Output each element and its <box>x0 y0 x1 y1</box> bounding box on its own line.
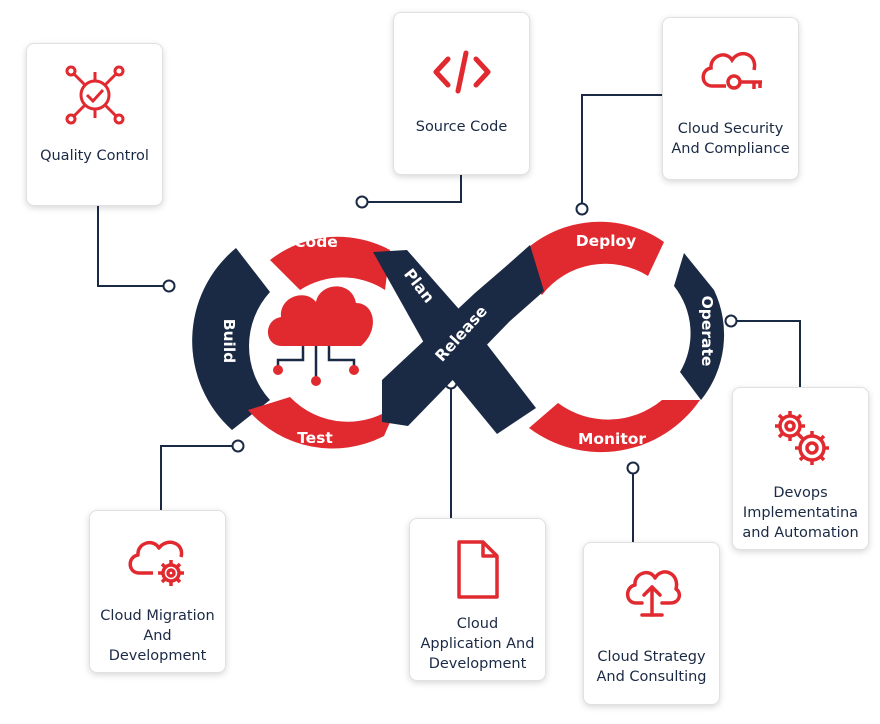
card-cloud-application: Cloud Application And Development <box>409 518 546 681</box>
card-label-cloud-migration: Cloud Migration And Development <box>100 608 215 664</box>
card-source-code: Source Code <box>393 12 530 175</box>
card-cloud-strategy: Cloud Strategy And Consulting <box>583 542 720 705</box>
dot-cloud-security <box>575 202 589 216</box>
target-network-icon <box>65 65 124 125</box>
label-operate: Operate <box>698 296 716 367</box>
card-label-cloud-security: Cloud Security And Compliance <box>671 121 790 157</box>
dot-source-code <box>355 195 369 209</box>
dot-devops <box>724 314 738 328</box>
connector-cloud-security <box>581 94 662 207</box>
cloud-network-icon <box>267 286 373 386</box>
card-cloud-migration: Cloud Migration And Development <box>89 510 226 673</box>
segment-operate <box>674 253 725 400</box>
card-quality-control: Quality Control <box>26 43 163 206</box>
card-devops: Devops Implementatina and Automation <box>732 387 869 550</box>
label-monitor: Monitor <box>578 430 646 448</box>
dot-cloud-strategy <box>626 461 640 475</box>
dot-cloud-migration <box>231 439 245 453</box>
card-label-source-code: Source Code <box>415 119 508 135</box>
segment-build <box>192 248 270 430</box>
connector-quality-control <box>97 205 168 287</box>
connector-lines <box>97 94 801 542</box>
card-label-devops: Devops Implementatina and Automation <box>742 485 859 541</box>
card-label-quality-control: Quality Control <box>40 148 149 164</box>
cloud-gear-icon <box>128 540 184 586</box>
document-icon <box>456 540 499 599</box>
segment-code <box>270 236 390 290</box>
connector-source-code <box>362 175 462 203</box>
connector-devops <box>736 320 801 388</box>
card-label-cloud-application: Cloud Application And Development <box>420 616 535 672</box>
label-build: Build <box>220 319 238 364</box>
cloud-key-icon <box>701 51 762 90</box>
gears-icon <box>774 411 829 465</box>
card-cloud-security: Cloud Security And Compliance <box>662 17 799 180</box>
dot-quality-control <box>162 279 176 293</box>
code-tag-icon <box>433 50 490 94</box>
cloud-upload-icon <box>625 570 681 617</box>
connector-cloud-migration <box>160 445 237 510</box>
segment-deploy <box>513 221 664 295</box>
segment-monitor <box>529 400 700 453</box>
segment-release <box>382 245 544 426</box>
label-code: Code <box>294 233 338 251</box>
segment-test <box>248 397 398 449</box>
card-label-cloud-strategy: Cloud Strategy And Consulting <box>596 649 707 685</box>
label-deploy: Deploy <box>576 232 637 250</box>
label-test: Test <box>297 429 333 447</box>
